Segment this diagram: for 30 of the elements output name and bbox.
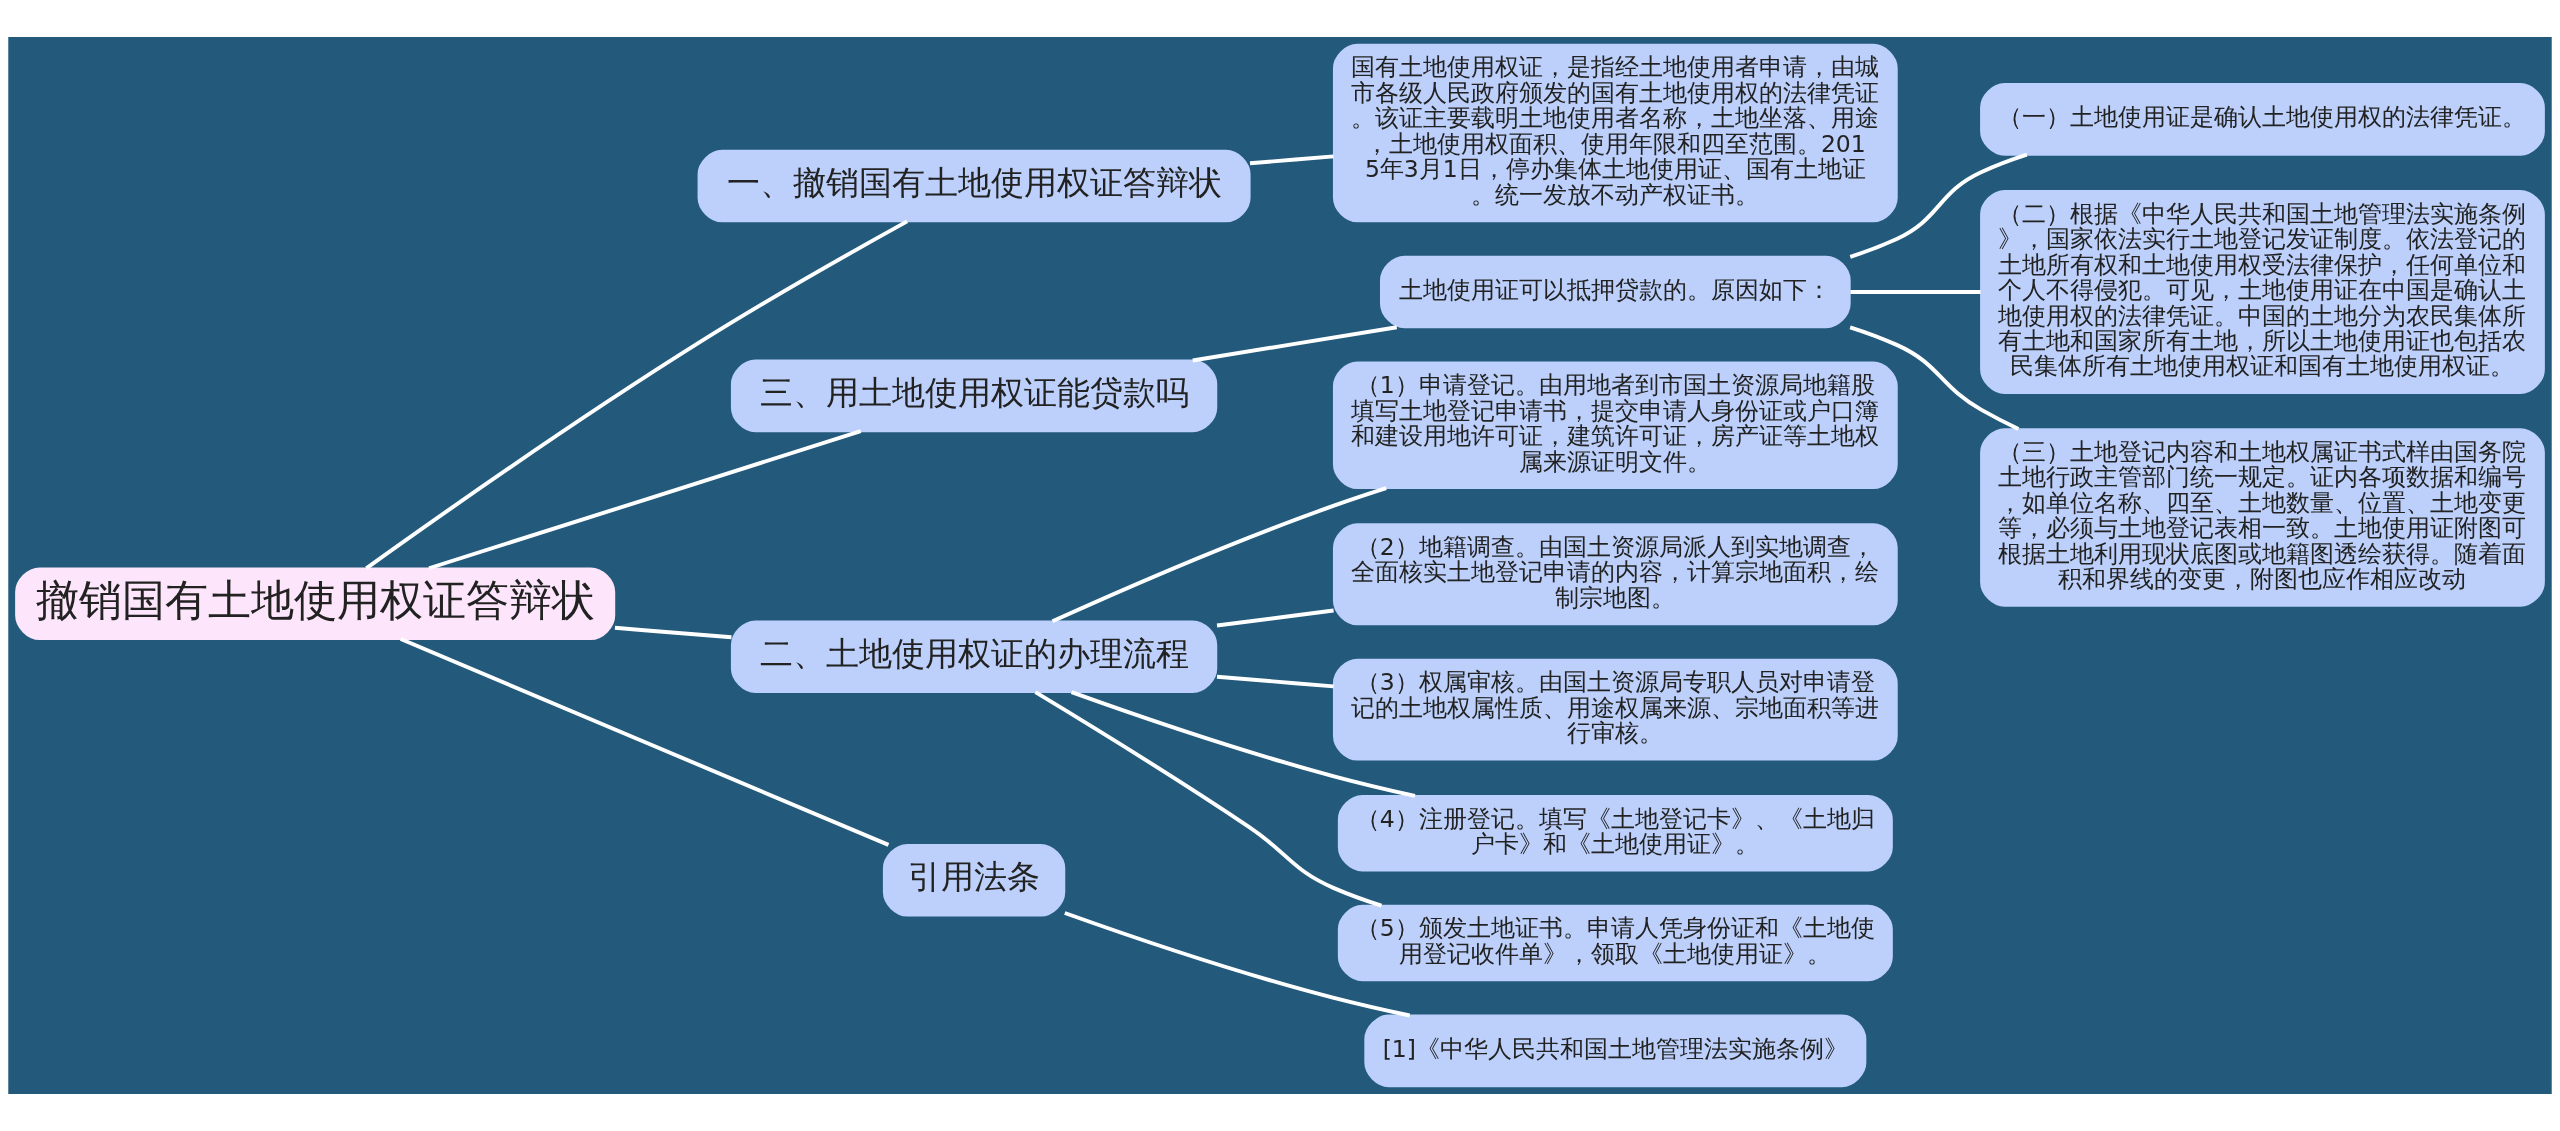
node-box: （1）申请登记。由用地者到市国土资源局地籍股填写土地登记申请书，提交申请人身份证或户口簿和建设用地许可证，建筑许可证，房产证等土地权属来源证明文件。 [1332, 361, 1898, 490]
node-box: （4）注册登记。填写《土地登记卡》、《土地归户卡》和《土地使用证》。 [1337, 794, 1893, 872]
connector [428, 429, 862, 571]
node-box: （5）颁发土地证书。申请人凭身份证和《土地使用登记收件单》，领取《土地使用证》。 [1337, 904, 1893, 982]
node-box: 土地使用证可以抵押贷款的。原因如下： [1380, 255, 1851, 329]
node-box: 二、土地使用权证的办理流程 [730, 620, 1218, 693]
node-box: 一、撤销国有土地使用权证答辩状 [697, 149, 1251, 223]
connector [1249, 154, 1334, 166]
connector [1192, 325, 1398, 363]
connector [1849, 325, 2020, 431]
node-box: （一）土地使用证是确认土地使用权的法律凭证。 [1980, 83, 2545, 156]
node-box: （三）土地登记内容和土地权属证书式样由国务院土地行政主管部门统一规定。证内各项数据和编号，如单位名称、四至、土地数量、位置、土地变更等，必须与土地登记表相一致。土地使用证附图可根据土地利用现状底图或地籍图透绘获得。随着面积和界线的变更，附图也应作相应改动 [1980, 428, 2545, 607]
connector [1849, 152, 2028, 259]
node-box: （二）根据《中华人民共和国土地管理法实施条例》，国家依法实行土地登记发证制度。依法登记的土地所有权和土地使用权受法律保护，任何单位和个人不得侵犯。可见，土地使用证在中国是确认土地使用权的法律凭证。中国的土地分为农民集体所有土地和国家所有土地，所以土地使用证也包括农民集体所有土地使用权证和国有土地使用权证。 [1980, 189, 2545, 394]
node-box: [1]《中华人民共和国土地管理法实施条例》 [1364, 1014, 1867, 1088]
connector [1216, 674, 1334, 689]
connector [1051, 486, 1387, 624]
connector [1064, 911, 1411, 1018]
connector [400, 637, 890, 847]
node-box: 撤销国有土地使用权证答辩状 [15, 567, 616, 640]
node-box: 引用法条 [882, 843, 1066, 917]
connector [1216, 608, 1334, 628]
connector [1034, 690, 1383, 908]
node-box: 三、用土地使用权证能贷款吗 [730, 359, 1218, 433]
connector [1850, 290, 1981, 294]
connector [365, 219, 909, 570]
node-box: （3）权属审核。由国土资源局专职人员对申请登记的土地权属性质、用途权属来源、宗地面积等进行审核。 [1332, 658, 1898, 761]
connector [614, 625, 732, 640]
node-box: 国有土地使用权证，是指经土地使用者申请，由城市各级人民政府颁发的国有土地使用权的法律凭证。该证主要载明土地使用者名称，土地坐落、用途，土地使用权面积、使用年限和四至范围。2015年3月1日，停办集体土地使用证、国有土地证。统一发放不动产权证书。 [1332, 43, 1898, 223]
node-box: （2）地籍调查。由国土资源局派人到实地调查，全面核实土地登记申请的内容，计算宗地面积，绘制宗地图。 [1332, 523, 1898, 626]
